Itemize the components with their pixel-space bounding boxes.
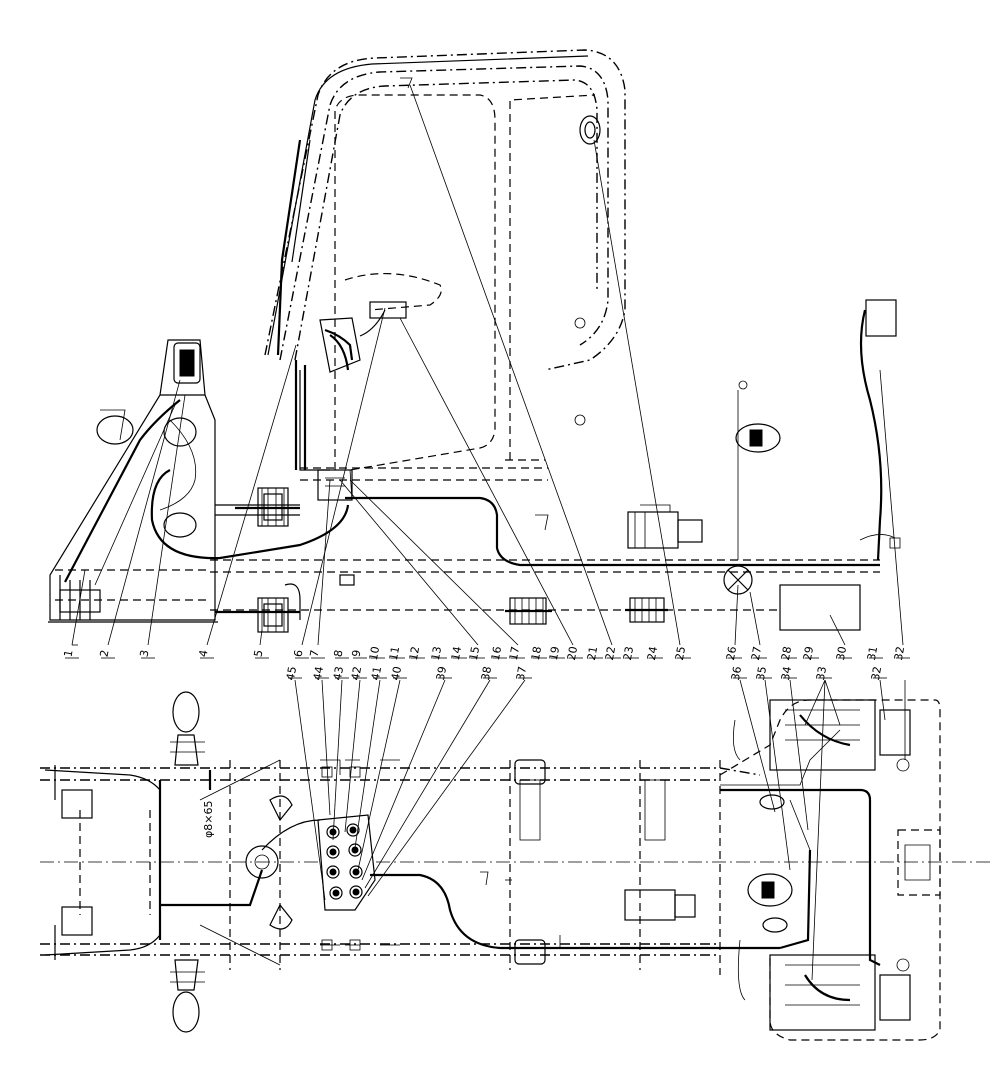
callout-32: 32	[892, 645, 907, 661]
front-axle	[44, 691, 293, 1033]
dashboard	[294, 273, 442, 471]
rear-section	[719, 699, 941, 1041]
callout-22: 22	[603, 645, 618, 661]
callout-5: 5	[252, 649, 266, 658]
callout-10: 10	[367, 645, 382, 661]
callout-7: 7	[308, 649, 322, 658]
callout-37: 37	[514, 665, 529, 681]
callout-30: 30	[834, 645, 849, 661]
callout-27: 27	[749, 645, 764, 661]
mast-assembly	[48, 339, 350, 623]
callout-24: 24	[645, 645, 660, 661]
top-view-leader-lines	[294, 679, 906, 981]
side-view-leader-lines	[71, 84, 904, 646]
callout-17: 17	[507, 645, 522, 661]
top-harness	[370, 729, 881, 966]
callout-28: 28	[779, 645, 794, 661]
callout-13: 13	[429, 645, 444, 661]
gear-unit-2	[625, 597, 668, 623]
callout-15: 15	[467, 645, 482, 661]
callout-26: 26	[724, 645, 739, 661]
callout-32: 32	[869, 665, 884, 681]
chassis-rail	[210, 299, 901, 633]
callout-20: 20	[565, 645, 580, 661]
starter-motor	[627, 504, 703, 549]
gear-unit-1	[505, 597, 552, 625]
callout-6: 6	[292, 649, 306, 658]
top-mid-components	[320, 719, 793, 1001]
callout-41: 41	[369, 665, 384, 681]
callout-31: 31	[865, 645, 880, 661]
callout-33: 33	[814, 665, 829, 681]
callout-21: 21	[585, 645, 600, 661]
callout-42: 42	[349, 665, 364, 681]
callout-14: 14	[449, 645, 464, 661]
callout-2: 2	[98, 649, 112, 658]
callout-35: 35	[754, 665, 769, 681]
plate-mark-label: φ8×65	[202, 801, 215, 838]
callout-36: 36	[729, 665, 744, 681]
callout-45: 45	[284, 665, 299, 681]
side-view	[48, 49, 904, 646]
callout-8: 8	[332, 649, 346, 658]
callout-19: 19	[547, 645, 562, 661]
callout-34: 34	[779, 665, 794, 681]
top-frame-rails	[40, 760, 761, 975]
callout-11: 11	[387, 645, 402, 661]
top-view	[40, 679, 990, 1041]
callout-44: 44	[311, 665, 326, 681]
callout-23: 23	[621, 645, 636, 661]
callout-38: 38	[479, 665, 494, 681]
callout-18: 18	[529, 645, 544, 661]
callout-4: 4	[197, 649, 211, 658]
callout-43: 43	[331, 665, 346, 681]
callout-3: 3	[138, 649, 152, 658]
callout-40: 40	[389, 665, 404, 681]
instrument-plate	[261, 814, 376, 911]
callout-25: 25	[673, 645, 688, 661]
callout-12: 12	[407, 645, 422, 661]
callout-16: 16	[489, 645, 504, 661]
callout-9: 9	[350, 649, 364, 658]
callout-39: 39	[434, 665, 449, 681]
callout-1: 1	[62, 649, 76, 658]
cab-outline	[264, 49, 626, 481]
callout-29: 29	[801, 645, 816, 661]
